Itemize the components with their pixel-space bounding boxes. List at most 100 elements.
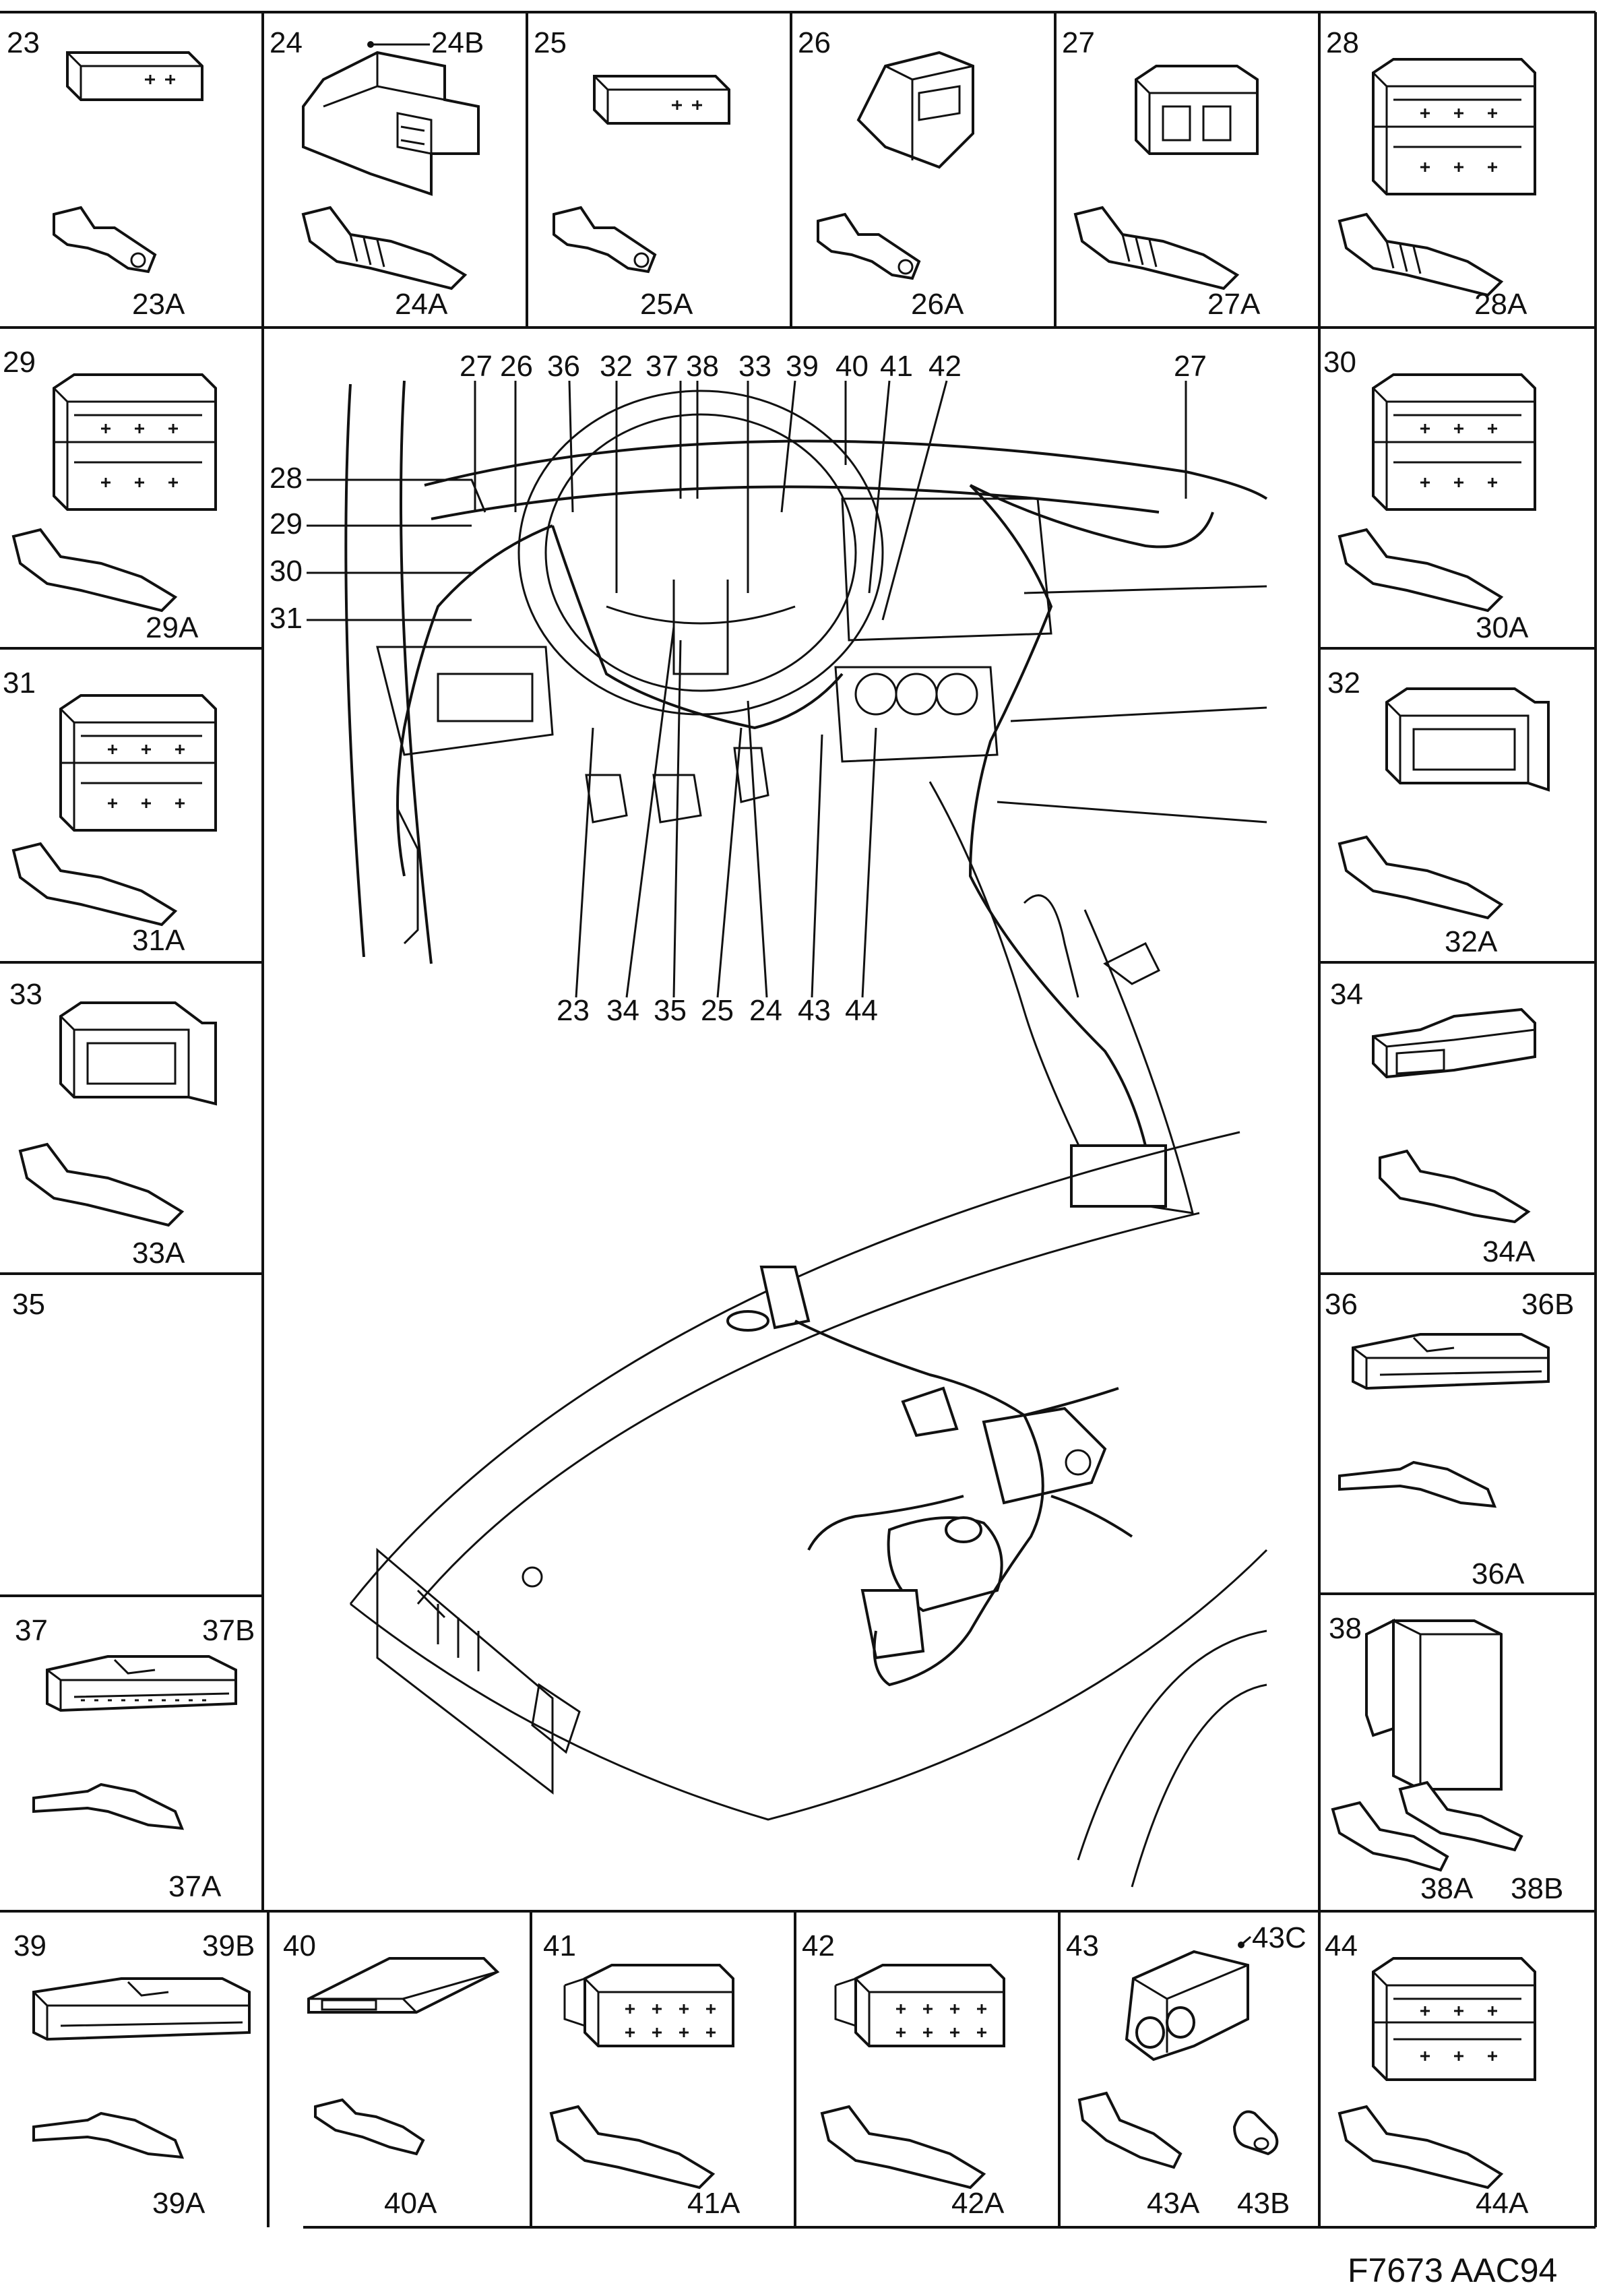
panel-37: 37 37B 37A: [0, 1596, 263, 1911]
part-number: 25A: [640, 288, 693, 321]
terminal-drawing: [1073, 206, 1240, 290]
callout-bottom-5: 24: [749, 994, 782, 1027]
callout-top-8: 39: [786, 350, 819, 383]
connector-housing-drawing: [1372, 373, 1536, 511]
terminal-drawing: [1331, 1780, 1523, 1872]
sub-part-number: 39B: [202, 1929, 255, 1962]
part-number: 32A: [1445, 925, 1498, 958]
callout-top-7: 33: [738, 350, 771, 383]
part-number: 41A: [687, 2187, 741, 2220]
connector-number: 37: [15, 1614, 48, 1647]
panel-41: 41 41A: [531, 1911, 795, 2227]
callout-top-9: 40: [836, 350, 869, 383]
connector-housing-drawing: [856, 51, 974, 169]
panel-42: 42 42A: [795, 1911, 1059, 2227]
sub-part-number: 38B: [1511, 1872, 1564, 1905]
panel-39: 39 39B 39A: [0, 1911, 268, 2227]
panel-38: 38 38A 38B: [1319, 1594, 1596, 1911]
connector-housing-drawing: [1372, 1957, 1536, 2081]
part-number: 30A: [1476, 611, 1529, 644]
terminal-drawing: [553, 206, 657, 274]
connector-number: 39: [13, 1929, 46, 1962]
connector-number: 31: [3, 666, 36, 700]
panel-35: 35: [0, 1274, 263, 1596]
terminal-drawing: [301, 206, 468, 290]
callout-top-10: 41: [880, 350, 913, 383]
part-number: 40A: [384, 2187, 437, 2220]
callout-left-3: 30: [270, 555, 303, 588]
connector-number: 24: [270, 26, 303, 59]
connector-number: 23: [7, 26, 40, 59]
part-number: 42A: [951, 2187, 1005, 2220]
terminal-drawing: [11, 528, 178, 613]
part-number: 28A: [1474, 288, 1527, 321]
callout-bottom-1: 23: [557, 994, 590, 1027]
connector-number: 43: [1066, 1929, 1099, 1962]
terminal-drawing: [32, 2111, 185, 2159]
connector-housing-drawing: [834, 1964, 1005, 2047]
terminal-drawing: [1077, 2091, 1183, 2169]
panel-28: 28 28A: [1319, 12, 1596, 328]
terminal-drawing: [11, 842, 178, 927]
connector-housing-drawing: [59, 1001, 217, 1106]
callout-bottom-6: 43: [798, 994, 831, 1027]
connector-housing-drawing: [46, 1655, 237, 1712]
callout-bottom-7: 44: [845, 994, 878, 1027]
connector-housing-drawing: [593, 75, 730, 125]
part-number: 34A: [1482, 1235, 1536, 1268]
connector-number: 36: [1325, 1288, 1358, 1321]
part-number: 37A: [168, 1870, 222, 1903]
part-number: 24A: [395, 288, 448, 321]
terminal-drawing: [18, 1142, 185, 1227]
connector-number: 33: [9, 978, 42, 1011]
connector-housing-drawing: [1125, 1935, 1251, 2061]
callout-bottom-2: 34: [606, 994, 639, 1027]
panel-25: 25 25A: [527, 12, 791, 328]
connector-housing-drawing: [1385, 687, 1550, 792]
connector-number: 38: [1329, 1612, 1362, 1645]
connector-number: 42: [802, 1929, 835, 1962]
part-number: 39A: [152, 2187, 206, 2220]
panel-29: 29 29A: [0, 328, 263, 648]
connector-number: 34: [1330, 978, 1363, 1011]
terminal-drawing: [1337, 212, 1504, 297]
panel-30: 30 30A: [1319, 328, 1596, 648]
connector-number: 26: [798, 26, 831, 59]
part-number: 36A: [1472, 1557, 1525, 1590]
callout-left-1: 28: [270, 462, 303, 495]
part-number: 44A: [1476, 2187, 1529, 2220]
sub-part-number: 24B: [431, 26, 484, 59]
part-number: 33A: [132, 1237, 185, 1270]
part-number: 31A: [132, 924, 185, 957]
part-number: 26A: [911, 288, 964, 321]
callout-top-1: 27: [460, 350, 493, 383]
connector-housing-drawing: [53, 373, 217, 511]
sub-part-number: 43C: [1252, 1921, 1306, 1954]
terminal-drawing: [820, 2105, 986, 2190]
panel-40: 40 40A: [268, 1911, 531, 2227]
connector-number: 30: [1323, 346, 1356, 379]
connector-housing-drawing: [563, 1964, 734, 2047]
connector-number: 28: [1326, 26, 1359, 59]
callout-top-11: 42: [928, 350, 962, 383]
connector-number: 41: [543, 1929, 576, 1962]
connector-number: 29: [3, 346, 36, 379]
terminal-drawing: [314, 2098, 425, 2156]
panel-43: 43 43C 43A 43B: [1059, 1911, 1319, 2227]
callout-top-2: 26: [500, 350, 533, 383]
connector-housing-drawing: [302, 41, 480, 196]
panel-32: 32 32A: [1319, 648, 1596, 962]
part-number: 43A: [1147, 2187, 1200, 2220]
part-number: 23A: [132, 288, 185, 321]
panel-24: 24 24B 24A: [263, 12, 527, 328]
panel-31: 31 31A: [0, 648, 263, 962]
panel-27: 27 27A: [1055, 12, 1319, 328]
terminal-drawing: [1337, 2105, 1504, 2190]
panel-36: 36 36B 36A: [1319, 1274, 1596, 1594]
terminal-drawing: [1338, 1460, 1497, 1508]
connector-number: 25: [534, 26, 567, 59]
terminal-drawing: [1337, 835, 1504, 920]
connector-housing-drawing: [32, 1977, 251, 2041]
